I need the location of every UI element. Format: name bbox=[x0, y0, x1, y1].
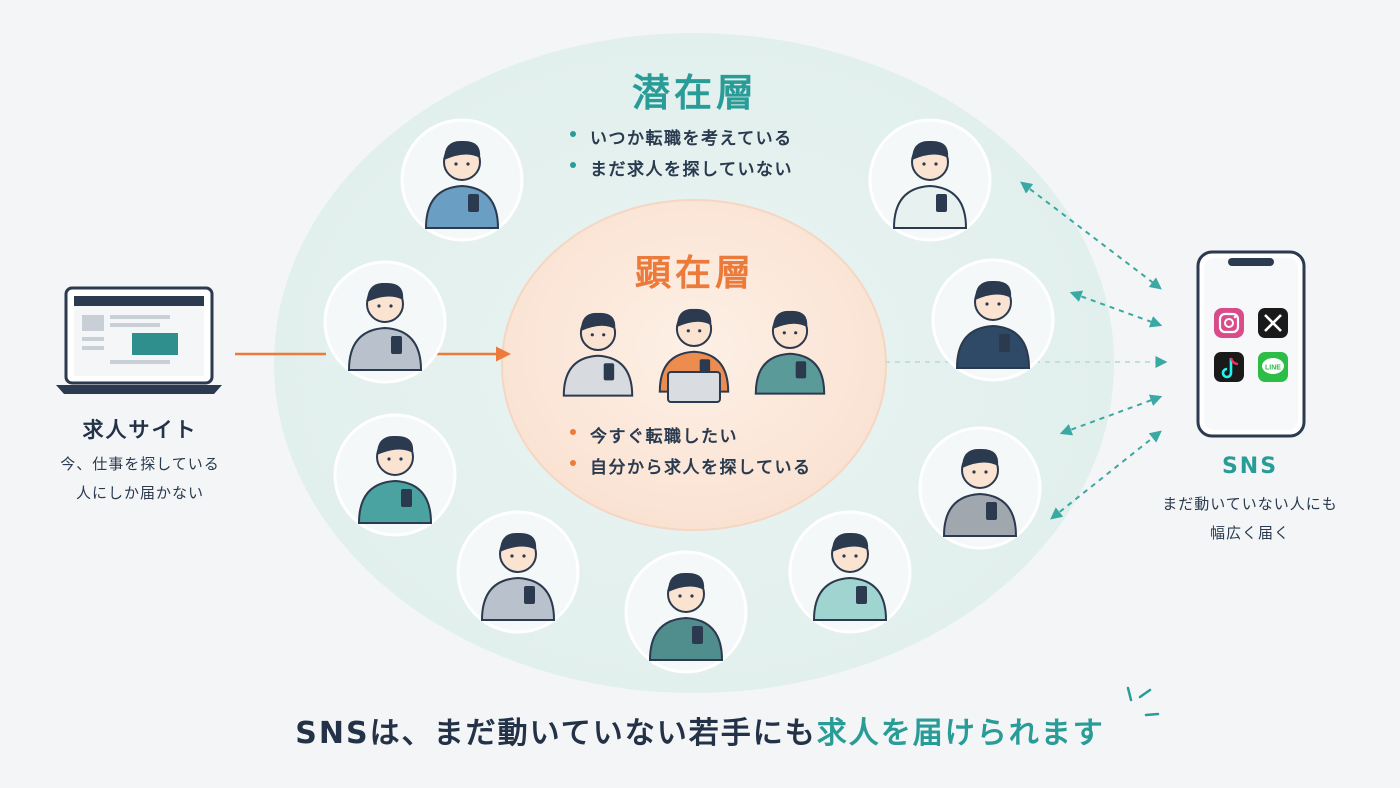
sns-desc-line-2: 幅広く届く bbox=[1209, 524, 1290, 542]
footer-message-part-2: 求人を届けられます bbox=[816, 716, 1105, 751]
job-site-laptop-icon bbox=[56, 286, 222, 394]
person-thinking-left-avatar bbox=[333, 413, 457, 537]
active-bullet-1: 今すぐ転職したい bbox=[570, 422, 812, 453]
job-site-description: 今、仕事を探している 人にしか届かない bbox=[40, 450, 240, 508]
line-icon-label: LINE bbox=[1265, 365, 1281, 372]
latent-layer-title: 潜在層 bbox=[631, 71, 758, 115]
active-person-laptop-icon bbox=[667, 371, 721, 403]
footer-message: SNSは、まだ動いていない若手にも求人を届けられます bbox=[0, 708, 1400, 752]
active-person-1-avatar bbox=[562, 312, 634, 397]
person-business-right-avatar bbox=[931, 258, 1055, 382]
instagram-icon bbox=[1214, 308, 1244, 338]
person-phone-top-right-avatar bbox=[868, 118, 992, 242]
tiktok-icon bbox=[1214, 352, 1244, 382]
active-layer-title: 顕在層 bbox=[634, 253, 755, 294]
person-phone-top-left-avatar bbox=[400, 118, 524, 242]
latent-layer-bullets: いつか転職を考えている まだ求人を探していない bbox=[570, 124, 793, 186]
person-phone-bottom-right-avatar bbox=[788, 510, 912, 634]
sns-desc-line-1: まだ動いていない人にも bbox=[1162, 495, 1338, 513]
person-phone-right-avatar bbox=[918, 426, 1042, 550]
person-worker-left-avatar bbox=[323, 260, 447, 384]
job-site-desc-line-1: 今、仕事を探している bbox=[60, 455, 220, 473]
person-hoodie-bottom-avatar bbox=[624, 550, 748, 674]
active-person-3-avatar bbox=[754, 310, 826, 395]
latent-bullet-2: まだ求人を探していない bbox=[570, 155, 793, 186]
active-layer-bullets: 今すぐ転職したい 自分から求人を探している bbox=[570, 422, 812, 484]
job-site-title: 求人サイト bbox=[82, 418, 198, 442]
person-helmet-worker-avatar bbox=[456, 510, 580, 634]
job-site-desc-line-2: 人にしか届かない bbox=[75, 484, 204, 502]
active-bullet-2: 自分から求人を探している bbox=[570, 453, 812, 484]
sns-smartphone-icon bbox=[1196, 250, 1306, 438]
x-icon bbox=[1258, 308, 1288, 338]
latent-bullet-1: いつか転職を考えている bbox=[570, 124, 793, 155]
sns-title: SNS bbox=[1221, 454, 1279, 479]
footer-message-part-1: SNSは、まだ動いていない若手にも bbox=[295, 716, 817, 751]
sns-description: まだ動いていない人にも 幅広く届く bbox=[1140, 490, 1360, 548]
line-icon: LINE bbox=[1258, 352, 1288, 382]
sparkle-icon bbox=[1126, 686, 1160, 717]
